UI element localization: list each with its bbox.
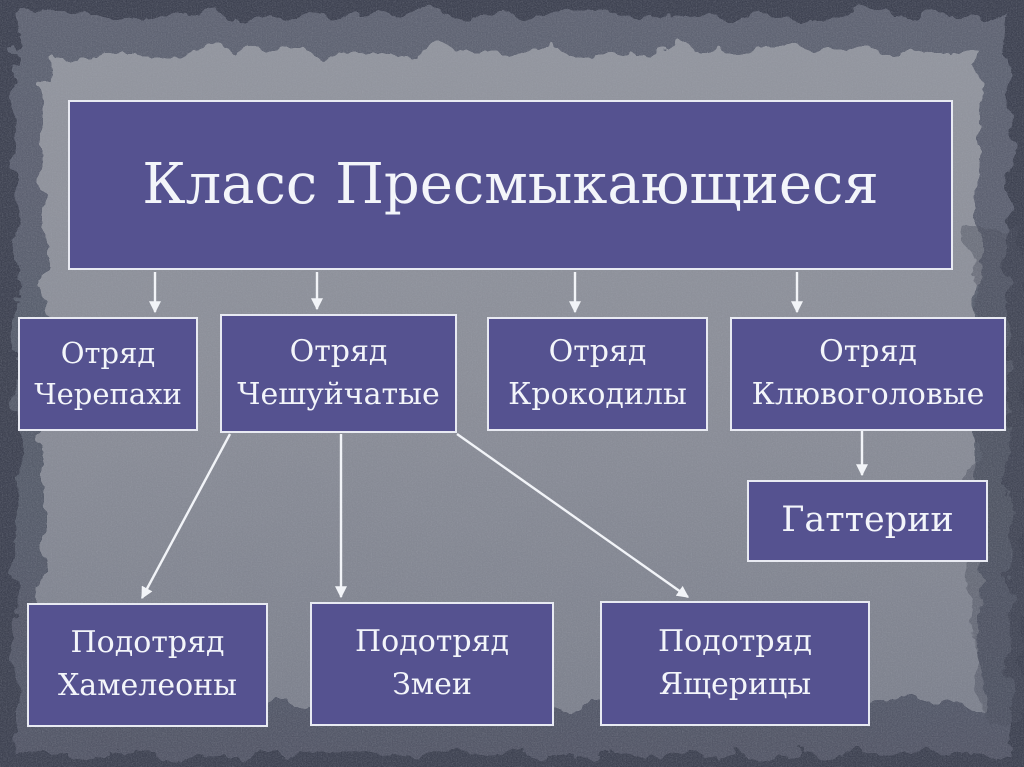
connector-squamata-to-lizards (456, 433, 689, 598)
node-tuatara-label: Гаттерии (781, 500, 954, 541)
node-order-squamata-line2: Чешуйчатые (237, 376, 440, 412)
node-suborder-snakes-line2: Змеи (392, 667, 472, 702)
node-suborder-chameleons-line1: Подотряд (70, 625, 225, 661)
node-order-crocodiles-line1: Отряд (548, 334, 647, 370)
connector-squamata-to-chameleons (140, 433, 232, 600)
node-suborder-lizards-line1: Подотряд (658, 623, 812, 659)
node-order-crocodiles: Отряд Крокодилы (487, 317, 708, 431)
node-order-turtles-line1: Отряд (60, 335, 156, 370)
node-order-rhynchocephalia-line2: Клювоголовые (751, 377, 985, 412)
node-suborder-lizards-line2: Ящерицы (658, 666, 812, 702)
node-suborder-chameleons: Подотряд Хамелеоны (27, 603, 268, 727)
node-order-turtles-line2: Черепахи (34, 377, 182, 411)
node-suborder-chameleons-line2: Хамелеоны (57, 668, 238, 703)
node-order-rhynchocephalia-line1: Отряд (819, 334, 917, 370)
node-class-reptiles-label: Класс Пресмыкающиеся (142, 152, 879, 218)
node-order-squamata: Отряд Чешуйчатые (220, 314, 457, 433)
node-tuatara: Гаттерии (747, 480, 988, 562)
node-order-crocodiles-line2: Крокодилы (508, 377, 687, 412)
node-order-turtles: Отряд Черепахи (18, 317, 198, 431)
node-suborder-snakes-line1: Подотряд (355, 624, 509, 660)
node-suborder-snakes: Подотряд Змеи (310, 602, 554, 726)
node-suborder-lizards: Подотряд Ящерицы (600, 601, 870, 726)
node-class-reptiles: Класс Пресмыкающиеся (68, 100, 953, 270)
node-order-squamata-line1: Отряд (289, 333, 388, 369)
node-order-rhynchocephalia: Отряд Клювоголовые (730, 317, 1006, 431)
